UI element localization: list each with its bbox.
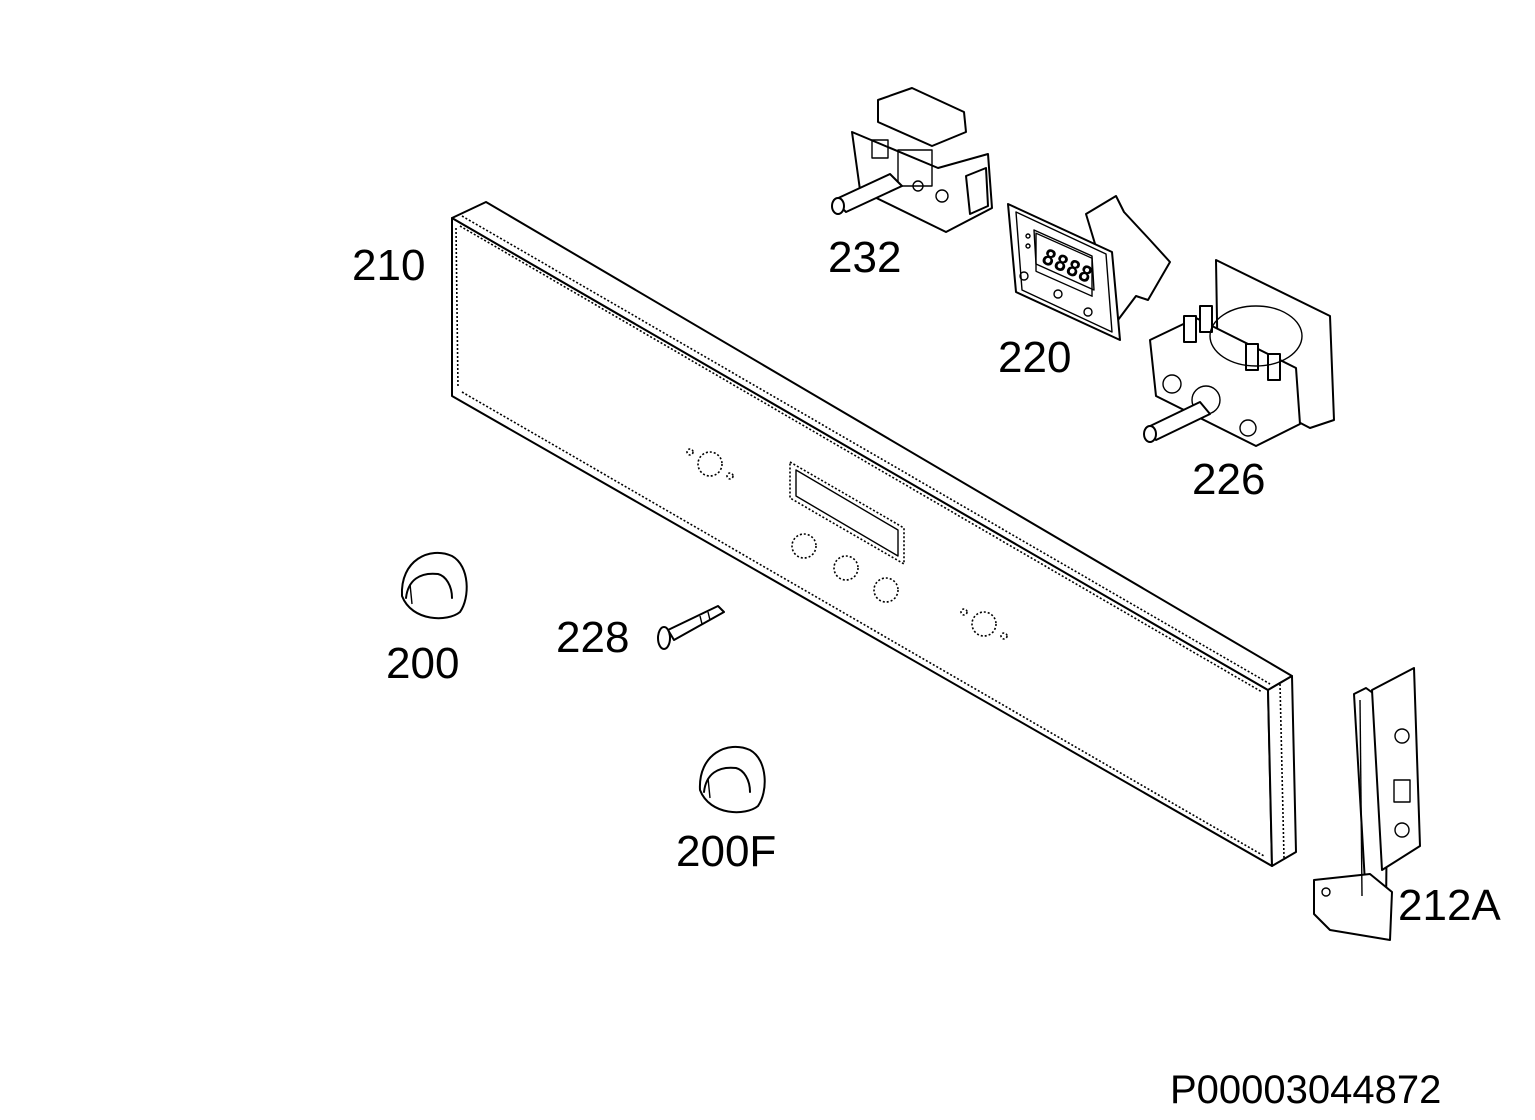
part-label-232: 232 [828,233,902,282]
selector-switch-drawing [831,87,993,233]
document-number: P00003044872 [1170,1068,1442,1112]
part-label-220: 220 [998,333,1072,382]
part-label-212a: 212A [1398,881,1501,930]
bracket-drawing [1313,667,1421,941]
part-label-200f: 200F [676,827,777,876]
thermostat-drawing [1143,259,1335,447]
knob-drawing [400,551,468,620]
timer-display-drawing: 8888 [1007,195,1171,341]
part-label-210: 210 [352,241,426,290]
control-panel-drawing [451,201,1297,867]
knob-f-drawing [698,745,766,814]
screw-drawing [657,605,725,650]
part-label-226: 226 [1192,455,1266,504]
part-label-200: 200 [386,639,460,688]
part-label-228: 228 [556,613,630,662]
